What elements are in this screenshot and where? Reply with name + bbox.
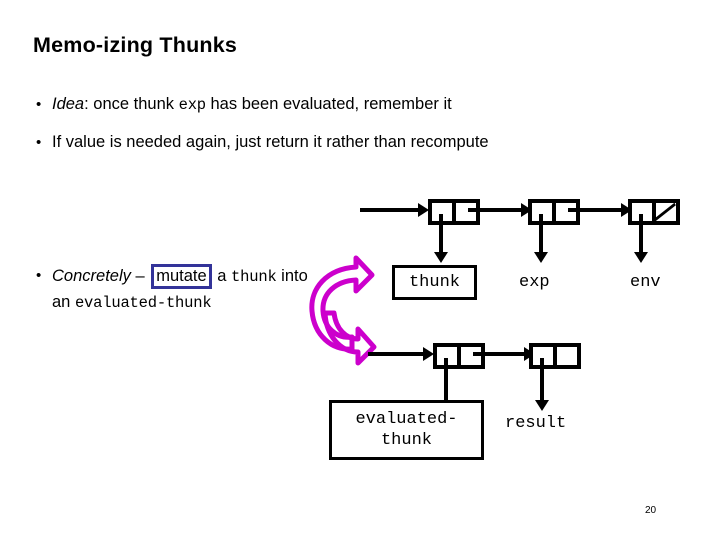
cdr-link-shaft-1-bottom bbox=[473, 352, 531, 356]
page-number: 20 bbox=[645, 505, 657, 516]
bullet3-seg-into: into an bbox=[52, 267, 308, 311]
car-pointer-head-2-bottom bbox=[535, 400, 549, 411]
bullet-text: Idea: once thunk exp has been evaluated,… bbox=[52, 93, 676, 117]
bullet-item-concretely: • Concretely – mutate a thunk into an ev… bbox=[36, 264, 326, 316]
cdr-link-shaft-1-top bbox=[468, 208, 526, 212]
bullet3-seg-a: a bbox=[212, 267, 232, 285]
label-exp: exp bbox=[519, 273, 550, 292]
bullet1-seg-exp: exp bbox=[178, 96, 207, 114]
nil-terminator-icon bbox=[654, 203, 676, 221]
label-evaluated-thunk-line1: evaluated- bbox=[355, 410, 458, 429]
bullet-marker: • bbox=[36, 134, 42, 151]
label-box-thunk: thunk bbox=[392, 265, 477, 300]
car-pointer-shaft-1-top bbox=[439, 214, 443, 254]
incoming-arrow-head-top bbox=[418, 203, 429, 217]
bullet-item-idea: • Idea: once thunk exp has been evaluate… bbox=[36, 93, 676, 117]
bullet3-seg-dash: – bbox=[130, 267, 150, 285]
incoming-arrow-shaft-top bbox=[360, 208, 422, 212]
cdr-link-head-2-top bbox=[621, 203, 632, 217]
cons-cell-2-bottom bbox=[529, 343, 581, 369]
incoming-arrow-shaft-bottom bbox=[368, 352, 427, 356]
label-box-evaluated-thunk: evaluated- thunk bbox=[329, 400, 484, 460]
bullet1-seg-once: : once thunk bbox=[84, 95, 179, 113]
cdr-link-head-1-top bbox=[521, 203, 532, 217]
bullet-text: If value is needed again, just return it… bbox=[52, 133, 489, 151]
car-pointer-shaft-2-bottom bbox=[540, 358, 544, 402]
bullet3-seg-thunk: thunk bbox=[231, 268, 277, 286]
cons-cell-1-bottom bbox=[433, 343, 485, 369]
car-pointer-shaft-3-top bbox=[639, 214, 643, 254]
label-evaluated-thunk-line2: thunk bbox=[380, 431, 432, 450]
mutate-curved-arrow-icon bbox=[300, 255, 380, 367]
bullet-text: Concretely – mutate a thunk into an eval… bbox=[52, 264, 326, 316]
bullet-item-if-value: • If value is needed again, just return … bbox=[36, 131, 596, 154]
cons-cell-1-top bbox=[428, 199, 480, 225]
cons-cell-3-top bbox=[628, 199, 680, 225]
car-pointer-head-1-top bbox=[434, 252, 448, 263]
cons-cell-divider bbox=[652, 203, 656, 221]
car-pointer-shaft-1-bottom bbox=[444, 358, 448, 402]
bullet1-seg-idea: Idea bbox=[52, 95, 85, 113]
cons-cell-divider bbox=[552, 203, 556, 221]
bullet1-seg-rest: has been evaluated, remember it bbox=[205, 95, 452, 113]
cons-cell-2-top bbox=[528, 199, 580, 225]
cons-cell-divider bbox=[457, 347, 461, 365]
mutate-highlight-box: mutate bbox=[151, 264, 212, 289]
page-title: Memo-izing Thunks bbox=[33, 33, 238, 57]
bullet-marker: • bbox=[36, 96, 42, 113]
cdr-link-shaft-2-top bbox=[568, 208, 626, 212]
car-pointer-head-3-top bbox=[634, 252, 648, 263]
bullet-marker: • bbox=[36, 267, 42, 284]
incoming-arrow-head-bottom bbox=[423, 347, 434, 361]
cons-cell-divider bbox=[553, 347, 557, 365]
car-pointer-head-2-top bbox=[534, 252, 548, 263]
cons-cell-divider bbox=[452, 203, 456, 221]
label-env: env bbox=[630, 273, 661, 292]
bullet3-seg-concretely: Concretely bbox=[52, 267, 131, 285]
label-result: result bbox=[505, 414, 567, 433]
car-pointer-shaft-2-top bbox=[539, 214, 543, 254]
bullet3-seg-evaluated-thunk: evaluated-thunk bbox=[74, 294, 212, 312]
